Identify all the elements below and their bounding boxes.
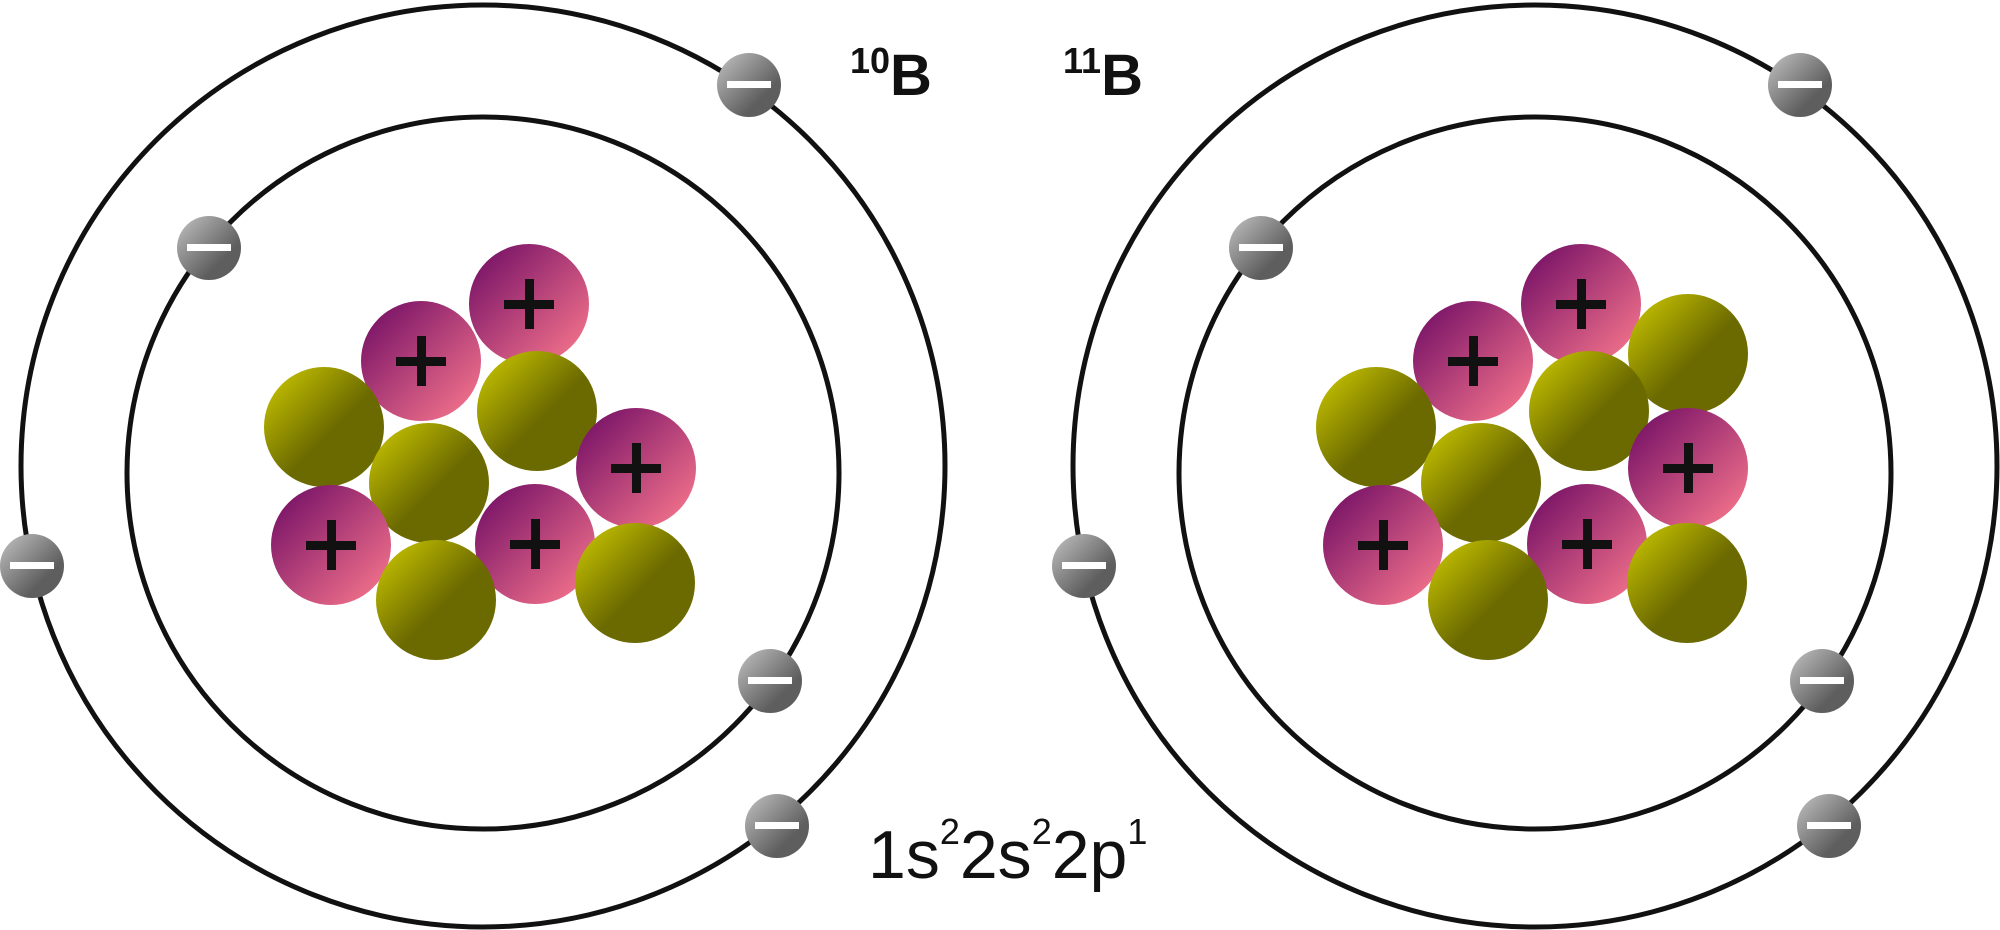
plus-sign <box>306 520 356 570</box>
plus-sign <box>1556 279 1606 329</box>
neutron <box>1316 367 1436 487</box>
nucleus <box>264 244 696 660</box>
minus-sign <box>187 244 231 251</box>
minus-sign <box>10 562 54 569</box>
config-part-base: 2s <box>960 817 1032 893</box>
config-part-sup: 2 <box>1032 811 1052 852</box>
mass-number: 10 <box>850 40 890 81</box>
outer-orbit <box>1070 2 2000 930</box>
neutron <box>477 351 597 471</box>
inner-orbit <box>124 114 842 832</box>
config-part-base: 2p <box>1052 817 1128 893</box>
config-part-base: 1s <box>868 817 940 893</box>
element-symbol: B <box>1101 43 1143 108</box>
electrons <box>1052 53 1861 858</box>
element-symbol: B <box>890 43 932 108</box>
inner-orbit <box>1176 114 1894 832</box>
plus-sign <box>504 279 554 329</box>
mass-number: 11 <box>1063 40 1101 81</box>
neutron <box>1428 540 1548 660</box>
minus-sign <box>748 677 792 684</box>
neutron <box>1627 523 1747 643</box>
atom-boron-10 <box>0 2 948 930</box>
electrons <box>0 53 809 858</box>
isotope-label-b10: 10B <box>850 40 932 108</box>
minus-sign <box>755 822 799 829</box>
neutron <box>1421 423 1541 543</box>
plus-sign <box>1448 336 1498 386</box>
minus-sign <box>1807 822 1851 829</box>
plus-sign <box>1562 519 1612 569</box>
config-part-sup: 2 <box>940 811 960 852</box>
minus-sign <box>1239 244 1283 251</box>
outer-orbit <box>18 2 948 930</box>
plus-sign <box>396 336 446 386</box>
minus-sign <box>1062 562 1106 569</box>
neutron <box>369 423 489 543</box>
plus-sign <box>611 443 661 493</box>
isotope-label-b11: 11B <box>1063 40 1143 108</box>
plus-sign <box>1358 520 1408 570</box>
minus-sign <box>1778 81 1822 88</box>
config-part-sup: 1 <box>1127 811 1147 852</box>
plus-sign <box>510 519 560 569</box>
minus-sign <box>727 81 771 88</box>
nucleus <box>1316 244 1748 660</box>
electron-configuration: 1s22s22p1 <box>868 811 1147 893</box>
neutron <box>1628 294 1748 414</box>
plus-sign <box>1663 443 1713 493</box>
neutron <box>264 367 384 487</box>
neutron <box>376 540 496 660</box>
atom-boron-11 <box>1052 2 2000 930</box>
minus-sign <box>1800 677 1844 684</box>
neutron <box>575 523 695 643</box>
neutron <box>1529 351 1649 471</box>
